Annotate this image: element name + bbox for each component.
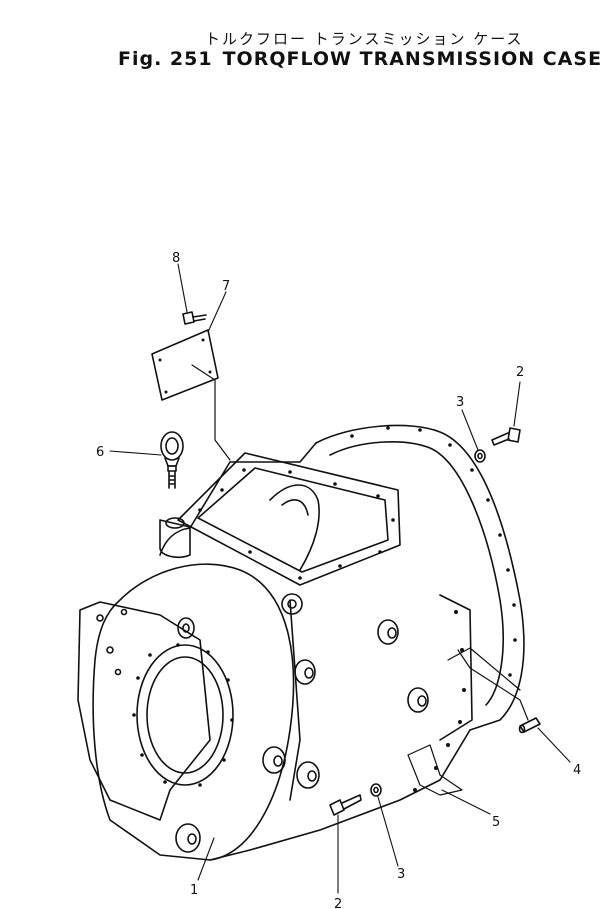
dowel-pin-guide [447,647,521,691]
figure-title: Fig. 251 TORQFLOW TRANSMISSION CASE [118,48,602,70]
side-cover-bolts [413,610,466,792]
leader-7 [207,291,227,333]
lifting-boss-hole [165,517,185,529]
cover-plate-holes [158,338,212,394]
figure-number: Fig. 251 [118,48,213,70]
dowel-pin [518,717,541,734]
transmission-case [77,424,525,861]
front-housing-outline [92,563,295,861]
side-plate-5 [407,744,463,796]
top-opening-inner [197,467,389,573]
callout-8: 8 [172,251,180,266]
callout-5: 5 [492,815,500,830]
callout-4: 4 [573,763,581,778]
front-bore-bolts [132,643,234,787]
cover-plate-drop-line [191,364,231,461]
inner-bulkhead-edge [281,499,309,516]
callout-6: 6 [96,445,104,460]
plate-holes [96,608,128,676]
washer-3-lower [370,783,382,797]
callout-numbers: 1 2 3 2 3 4 5 6 7 8 [96,251,581,909]
leader-1 [197,837,215,881]
bolt-2-upper [491,427,521,446]
front-bore-outer [136,644,234,786]
case-side-line [289,599,301,801]
callout-7: 7 [222,279,230,294]
washer-3-upper [474,449,486,463]
leader-3-lower [377,796,399,867]
rear-flange-inner [329,441,504,706]
title-japanese: トルクフロー トランスミッション ケース [205,30,524,48]
leader-8 [177,263,188,313]
case-side-bosses [175,593,429,853]
leader-6 [109,450,162,456]
callout-2-lower: 2 [334,897,342,909]
rear-flange [315,424,525,731]
leader-2-upper [513,381,521,427]
inner-bulkhead [269,484,320,571]
leader-lines [109,263,571,894]
callout-3-upper: 3 [456,395,464,410]
top-opening-bolts [198,468,395,580]
eye-bolt [160,431,184,489]
side-cover [439,594,473,741]
callout-2-upper: 2 [516,365,524,380]
front-bore-inner [146,656,224,774]
cover-plate [151,329,219,401]
leader-3-upper [461,409,479,451]
figure-title-text: TORQFLOW TRANSMISSION CASE [222,48,603,70]
leader-5 [441,789,491,815]
case-bottom-outline [209,729,471,861]
screw-8 [182,311,207,325]
top-opening-frame [177,452,401,586]
rear-flange-bolt-holes [350,426,517,677]
lifting-boss [159,519,191,558]
front-mounting-plate [77,601,211,821]
bolt-2-lower [329,794,362,816]
callout-3-lower: 3 [397,867,405,882]
case-top-outline [159,442,317,556]
dowel-pin-drop-line [457,649,529,721]
leader-4 [537,727,571,763]
callout-1: 1 [190,883,198,898]
